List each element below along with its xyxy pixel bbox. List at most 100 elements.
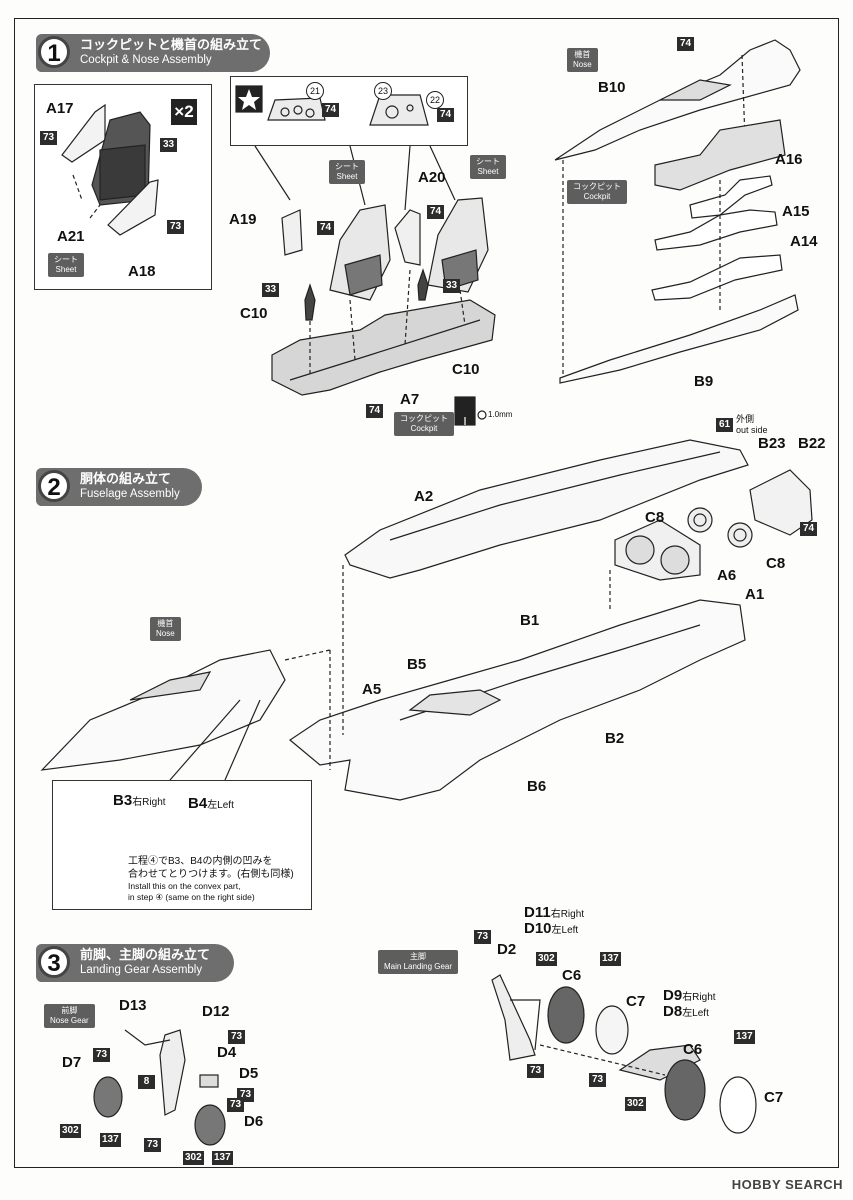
paint-code: 33 <box>262 283 279 297</box>
part-label-B23: B23 <box>758 435 786 452</box>
step-number: 2 <box>38 470 70 502</box>
part-label-A16: A16 <box>775 151 803 168</box>
part-label-A15: A15 <box>782 203 810 220</box>
decal-number: 23 <box>374 82 392 100</box>
decal-number: 22 <box>426 91 444 109</box>
part-label-B10: B10 <box>598 79 626 96</box>
part-label-C7: C7 <box>626 993 646 1010</box>
part-label-B2: B2 <box>605 730 625 747</box>
page-border <box>14 18 839 1168</box>
part-label-D13: D13 <box>119 997 147 1014</box>
paint-code: 137 <box>100 1133 121 1147</box>
step-title-jp: 前脚、主脚の組み立て <box>80 947 211 962</box>
part-label-D8: D8左Left <box>663 1003 709 1020</box>
paint-code: 61 <box>716 418 733 432</box>
part-label-C8: C8 <box>766 555 786 572</box>
paint-code: 73 <box>474 930 491 944</box>
part-label-B9: B9 <box>694 373 714 390</box>
part-label-D10: D10左Left <box>524 920 579 937</box>
part-label-D6: D6 <box>244 1113 264 1130</box>
paint-code: 137 <box>600 952 621 966</box>
b3-b4-inset-box <box>52 780 312 910</box>
step-title-en: Landing Gear Assembly <box>80 964 203 976</box>
part-label-C8: C8 <box>645 509 665 526</box>
part-label-A19: A19 <box>229 211 257 228</box>
step-title-en: Cockpit & Nose Assembly <box>80 54 212 66</box>
drill-size: 1.0mm <box>488 410 513 419</box>
paint-code: 74 <box>427 205 444 219</box>
part-label-A6: A6 <box>717 567 737 584</box>
paint-code: 74 <box>322 103 339 117</box>
part-label-B22: B22 <box>798 435 826 452</box>
part-label-D12: D12 <box>202 1003 230 1020</box>
paint-code: 137 <box>212 1151 233 1165</box>
paint-code: 33 <box>160 138 177 152</box>
part-label-A5: A5 <box>362 681 382 698</box>
paint-code: 73 <box>227 1098 244 1112</box>
part-label-D5: D5 <box>239 1065 259 1082</box>
step-title-jp: 胴体の組み立て <box>80 471 172 486</box>
paint-code: 302 <box>60 1124 81 1138</box>
paint-code: 73 <box>167 220 184 234</box>
part-label-D9: D9右Right <box>663 987 716 1004</box>
paint-code: 73 <box>527 1064 544 1078</box>
paint-code: 73 <box>589 1073 606 1087</box>
part-label-A1: A1 <box>745 586 765 603</box>
step-1-header: 1 コックピットと機首の組み立て Cockpit & Nose Assembly <box>36 34 270 72</box>
paint-code: 74 <box>437 108 454 122</box>
step-title-jp: コックピットと機首の組み立て <box>80 37 263 52</box>
paint-code: 302 <box>183 1151 204 1165</box>
part-label-C6: C6 <box>683 1041 703 1058</box>
paint-code: 8 <box>138 1075 155 1089</box>
part-label-B5: B5 <box>407 656 427 673</box>
paint-code: 74 <box>366 404 383 418</box>
decal-inset-box <box>230 76 468 146</box>
decal-number: 21 <box>306 82 324 100</box>
part-label-C10: C10 <box>240 305 268 322</box>
part-label-A14: A14 <box>790 233 818 250</box>
part-label-B6: B6 <box>527 778 547 795</box>
part-label-D4: D4 <box>217 1044 237 1061</box>
part-label-A2: A2 <box>414 488 434 505</box>
part-label-D7: D7 <box>62 1054 82 1071</box>
part-label-A7: A7 <box>400 391 420 408</box>
part-label-C6: C6 <box>562 967 582 984</box>
part-label-C7: C7 <box>764 1089 784 1106</box>
b3-b4-instruction: 工程④でB3、B4の内側の凹みを合わせてとりつけます。(右側も同様) Insta… <box>128 856 294 902</box>
part-label-A17: A17 <box>46 100 74 117</box>
paint-code: 73 <box>40 131 57 145</box>
part-label-B4: B4左Left <box>188 795 234 812</box>
part-label-B1: B1 <box>520 612 540 629</box>
watermark: HOBBY SEARCH <box>731 1177 843 1192</box>
part-label-B3: B3右Right <box>113 792 166 809</box>
paint-code: 73 <box>144 1138 161 1152</box>
step-number: 3 <box>38 946 70 978</box>
step-title-en: Fuselage Assembly <box>80 488 180 500</box>
paint-code: 74 <box>317 221 334 235</box>
paint-code: 74 <box>677 37 694 51</box>
step-number: 1 <box>38 36 70 68</box>
paint-code: 73 <box>228 1030 245 1044</box>
part-label-A20: A20 <box>418 169 446 186</box>
part-label-A18: A18 <box>128 263 156 280</box>
paint-code: 137 <box>734 1030 755 1044</box>
step-3-header: 3 前脚、主脚の組み立て Landing Gear Assembly <box>36 944 234 982</box>
multiplier-badge: ×2 <box>171 99 197 125</box>
paint-code: 302 <box>536 952 557 966</box>
part-label-C10: C10 <box>452 361 480 378</box>
part-label-D11: D11右Right <box>524 904 585 921</box>
part-label-D2: D2 <box>497 941 517 958</box>
step-2-header: 2 胴体の組み立て Fuselage Assembly <box>36 468 202 506</box>
paint-code: 302 <box>625 1097 646 1111</box>
paint-code: 33 <box>443 279 460 293</box>
paint-code: 73 <box>93 1048 110 1062</box>
